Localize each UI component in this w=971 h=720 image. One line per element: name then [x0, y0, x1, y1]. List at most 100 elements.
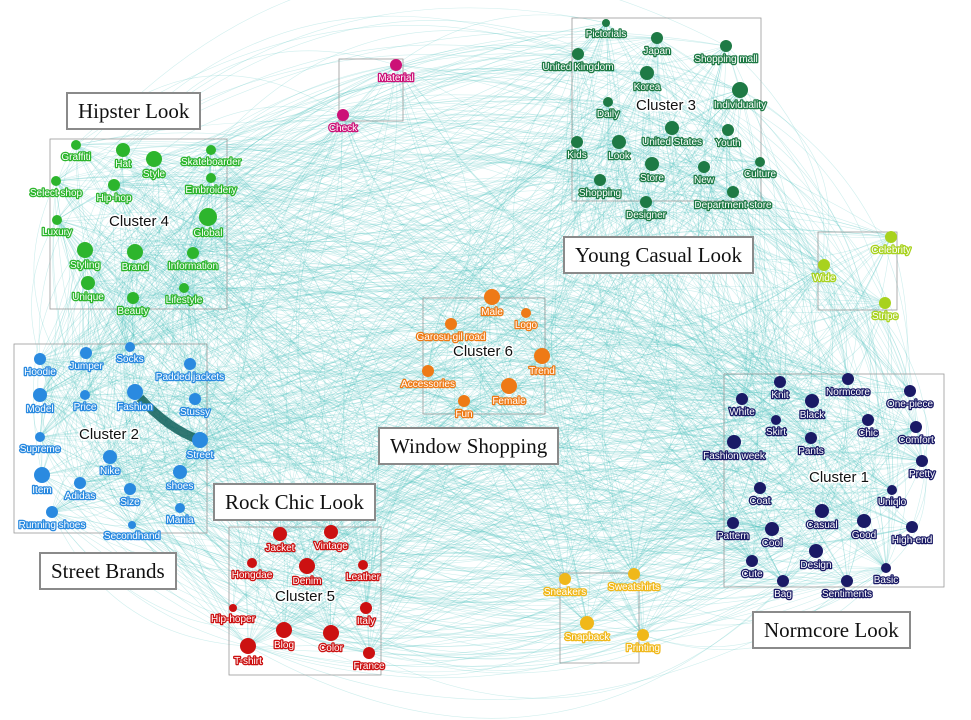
- edge: [39, 370, 429, 449]
- edge: [194, 314, 917, 428]
- edge: [55, 180, 136, 253]
- node-label: Color: [319, 643, 344, 654]
- node-label: Pants: [798, 446, 824, 457]
- edge: [759, 161, 858, 380]
- edge: [633, 302, 886, 575]
- edge: [39, 370, 429, 430]
- edge: [710, 45, 887, 569]
- edge: [656, 37, 677, 129]
- node-label: Check: [329, 123, 358, 134]
- edge: [207, 216, 380, 566]
- edge: [586, 499, 913, 624]
- edge: [84, 249, 188, 509]
- edge: [183, 267, 781, 383]
- edge: [508, 385, 865, 522]
- node-label: Basic: [874, 575, 898, 586]
- groupSneakers-frame: [559, 572, 640, 664]
- edge: [508, 385, 813, 427]
- edge: [134, 391, 308, 567]
- edge: [564, 487, 893, 580]
- edge: [41, 53, 579, 476]
- edge: [645, 129, 729, 203]
- edge: [810, 437, 865, 522]
- node-label: Vintage: [314, 541, 348, 552]
- node-label: Jacket: [266, 543, 295, 554]
- edge: [732, 191, 779, 400]
- edge: [41, 378, 849, 585]
- node-wide: [818, 259, 830, 271]
- node-daily: [603, 97, 613, 107]
- edge: [75, 144, 913, 551]
- edge: [207, 216, 374, 609]
- edge: [39, 289, 777, 421]
- edge: [645, 201, 849, 380]
- cluster2-title: Cluster 2: [79, 426, 139, 443]
- edge: [113, 184, 865, 554]
- edge: [85, 259, 813, 402]
- edge: [39, 436, 181, 509]
- edge: [751, 510, 823, 562]
- edge: [51, 488, 131, 518]
- edge: [85, 352, 332, 634]
- edge: [39, 176, 892, 438]
- edge: [306, 426, 917, 580]
- edge: [656, 37, 878, 522]
- node-label: Good: [852, 530, 876, 541]
- edge: [821, 460, 923, 512]
- edge: [113, 184, 734, 524]
- edge: [210, 149, 375, 609]
- edge: [55, 45, 727, 202]
- edge: [671, 127, 848, 552]
- edge: [39, 394, 887, 638]
- edge: [56, 219, 281, 535]
- edge: [41, 158, 155, 476]
- node-label: Male: [481, 307, 503, 318]
- edge: [759, 419, 869, 489]
- edge: [162, 363, 191, 509]
- edge: [450, 323, 735, 443]
- edge: [79, 64, 398, 484]
- node-snapback: [580, 616, 594, 630]
- edge: [109, 419, 777, 583]
- edge: [732, 191, 767, 524]
- edge: [597, 101, 735, 443]
- node-label: Black: [800, 410, 825, 421]
- edge: [39, 378, 849, 542]
- edge: [122, 149, 773, 539]
- edge: [870, 426, 917, 569]
- edge: [279, 533, 644, 671]
- edge: [508, 385, 893, 495]
- edge: [87, 157, 911, 392]
- edge: [725, 129, 913, 528]
- node-label: Comfort: [898, 435, 934, 446]
- node-label: Unique: [72, 292, 104, 303]
- cluster-frames: [13, 17, 945, 676]
- edge: [64, 394, 86, 484]
- edge: [283, 381, 781, 640]
- edge: [646, 72, 825, 266]
- edge: [395, 44, 734, 193]
- edge: [179, 53, 579, 473]
- edge: [751, 161, 893, 491]
- node-padded-jackets: [184, 358, 196, 370]
- edge: [84, 264, 825, 425]
- edge: [541, 163, 653, 357]
- edge: [40, 149, 212, 476]
- edge: [56, 219, 825, 356]
- edge: [41, 474, 635, 639]
- edge: [395, 64, 911, 392]
- node-label: Wide: [813, 273, 836, 284]
- edge: [129, 426, 917, 572]
- edge: [55, 180, 647, 283]
- edge: [330, 129, 729, 634]
- edge: [395, 64, 743, 400]
- edge: [122, 149, 812, 439]
- edge: [113, 184, 913, 550]
- edge: [131, 524, 817, 603]
- edge: [491, 296, 773, 530]
- edge: [491, 290, 812, 439]
- edge: [179, 141, 620, 509]
- edge: [607, 101, 911, 392]
